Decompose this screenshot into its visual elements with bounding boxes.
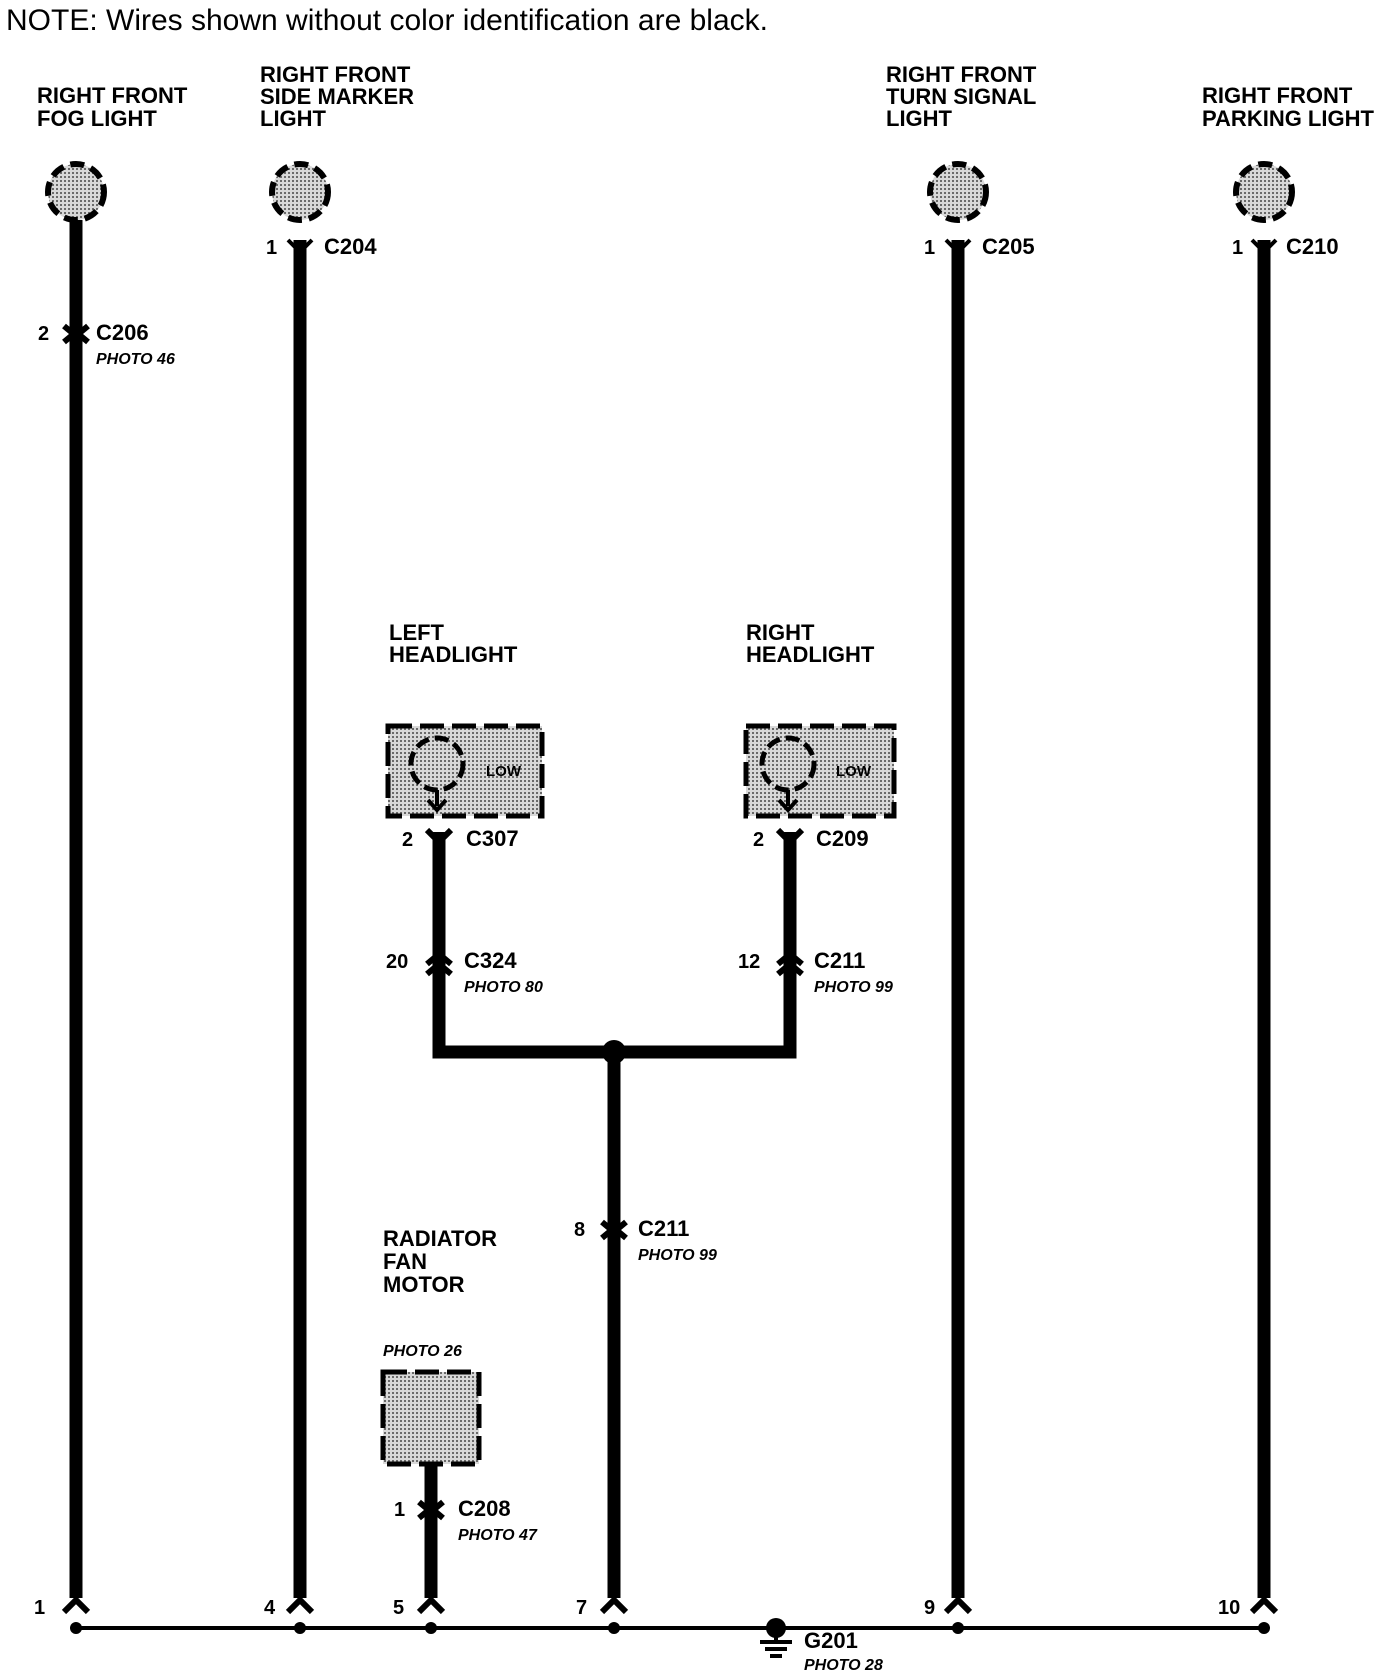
svg-text:8: 8 — [574, 1219, 585, 1241]
connector-c307: 2 C307 — [402, 826, 519, 851]
svg-text:C324: C324 — [464, 948, 517, 973]
svg-text:2: 2 — [38, 323, 49, 345]
svg-text:PHOTO 26: PHOTO 26 — [383, 1343, 462, 1360]
bus-dots — [70, 1622, 1270, 1634]
parking-light-label: RIGHT FRONT PARKING LIGHT — [1202, 83, 1374, 131]
svg-text:FOG LIGHT: FOG LIGHT — [37, 106, 157, 131]
svg-text:C307: C307 — [466, 826, 519, 851]
side-marker-light-label: RIGHT FRONT SIDE MARKER LIGHT — [260, 62, 414, 131]
left-headlight: LOW — [385, 723, 545, 819]
headlight-wires — [432, 832, 797, 1059]
svg-text:C210: C210 — [1286, 234, 1339, 259]
svg-text:PHOTO 99: PHOTO 99 — [638, 1247, 717, 1264]
svg-text:PHOTO 28: PHOTO 28 — [804, 1657, 883, 1674]
svg-text:PHOTO 99: PHOTO 99 — [814, 979, 893, 996]
fog-light-bulb-icon — [45, 161, 107, 223]
right-headlight: LOW — [743, 723, 897, 819]
svg-text:9: 9 — [924, 1597, 935, 1619]
fog-light-label: RIGHT FRONT FOG LIGHT — [37, 83, 188, 131]
svg-text:7: 7 — [576, 1597, 587, 1619]
radiator-fan-motor — [380, 1369, 482, 1467]
svg-text:1: 1 — [266, 237, 277, 259]
svg-text:PHOTO 46: PHOTO 46 — [96, 351, 175, 368]
svg-text:LEFT: LEFT — [389, 620, 445, 645]
svg-text:HEADLIGHT: HEADLIGHT — [389, 642, 518, 667]
svg-text:1: 1 — [394, 1499, 405, 1521]
svg-text:TURN SIGNAL: TURN SIGNAL — [886, 84, 1036, 109]
note-text: NOTE: Wires shown without color identifi… — [6, 4, 768, 37]
right-headlight-label: RIGHT HEADLIGHT — [746, 620, 875, 667]
svg-text:PHOTO 47: PHOTO 47 — [458, 1527, 538, 1544]
svg-text:C211: C211 — [638, 1216, 689, 1241]
svg-text:SIDE MARKER: SIDE MARKER — [260, 84, 414, 109]
svg-text:LOW: LOW — [486, 763, 522, 780]
parking-light-bulb-icon — [1233, 161, 1295, 223]
svg-text:20: 20 — [386, 951, 408, 973]
svg-text:LIGHT: LIGHT — [260, 106, 327, 131]
svg-text:MOTOR: MOTOR — [383, 1272, 465, 1297]
turn-signal-light-label: RIGHT FRONT TURN SIGNAL LIGHT — [886, 62, 1037, 131]
connector-c206: 2 C206 PHOTO 46 — [38, 320, 175, 368]
svg-text:C206: C206 — [96, 320, 149, 345]
svg-text:5: 5 — [393, 1597, 404, 1619]
connector-c205: 1 C205 — [924, 234, 1035, 259]
svg-text:C211: C211 — [814, 948, 865, 973]
connector-c211-pin12: 12 C211 PHOTO 99 — [738, 948, 893, 996]
svg-text:PARKING LIGHT: PARKING LIGHT — [1202, 106, 1374, 131]
connector-c211-pin8: 8 C211 PHOTO 99 — [574, 1216, 717, 1264]
side-marker-bulb-icon — [269, 161, 331, 223]
svg-text:C204: C204 — [324, 234, 377, 259]
svg-text:RADIATOR: RADIATOR — [383, 1226, 497, 1251]
svg-text:12: 12 — [738, 951, 760, 973]
left-headlight-label: LEFT HEADLIGHT — [389, 620, 518, 667]
svg-text:4: 4 — [264, 1597, 276, 1619]
ground-pins: 1 4 5 7 9 10 — [34, 1595, 1279, 1619]
svg-text:G201: G201 — [804, 1628, 858, 1653]
svg-text:RIGHT: RIGHT — [746, 620, 815, 645]
svg-text:PHOTO 80: PHOTO 80 — [464, 979, 543, 996]
svg-text:2: 2 — [753, 829, 764, 851]
svg-text:LIGHT: LIGHT — [886, 106, 953, 131]
connector-c204: 1 C204 — [266, 234, 377, 259]
radiator-fan-motor-label: RADIATOR FAN MOTOR PHOTO 26 — [383, 1226, 497, 1360]
svg-text:RIGHT FRONT: RIGHT FRONT — [260, 62, 411, 87]
svg-text:1: 1 — [34, 1597, 45, 1619]
svg-text:FAN: FAN — [383, 1249, 427, 1274]
svg-text:1: 1 — [1232, 237, 1243, 259]
svg-text:1: 1 — [924, 237, 935, 259]
splice-dot-icon — [602, 1040, 626, 1064]
svg-text:C208: C208 — [458, 1496, 511, 1521]
svg-text:2: 2 — [402, 829, 413, 851]
svg-text:10: 10 — [1218, 1597, 1240, 1619]
connector-c209: 2 C209 — [753, 826, 869, 851]
svg-text:RIGHT FRONT: RIGHT FRONT — [37, 83, 188, 108]
connector-c210: 1 C210 — [1232, 234, 1339, 259]
turn-signal-bulb-icon — [927, 161, 989, 223]
connector-c208: 1 C208 PHOTO 47 — [394, 1496, 538, 1544]
svg-text:RIGHT FRONT: RIGHT FRONT — [886, 62, 1037, 87]
svg-text:LOW: LOW — [836, 763, 872, 780]
ground-g201: G201 PHOTO 28 — [760, 1618, 883, 1674]
svg-text:HEADLIGHT: HEADLIGHT — [746, 642, 875, 667]
svg-text:C205: C205 — [982, 234, 1035, 259]
connector-c324: 20 C324 PHOTO 80 — [386, 948, 543, 996]
svg-text:C209: C209 — [816, 826, 869, 851]
svg-text:RIGHT FRONT: RIGHT FRONT — [1202, 83, 1353, 108]
